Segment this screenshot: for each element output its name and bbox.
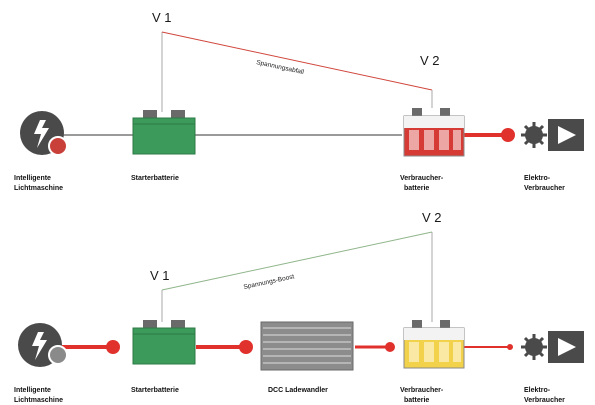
bottom-connector-1 <box>106 340 120 354</box>
top-line-label: Spannungsabfall <box>256 59 305 76</box>
battery-cell <box>439 130 449 150</box>
top-alternator-badge <box>48 136 68 156</box>
bottom-consumers-label-1: Elektro- <box>524 387 551 394</box>
top-consumers-label-2: Verbraucher <box>524 185 565 192</box>
bottom-v1-label: V 1 <box>150 268 170 283</box>
battery-top-panel <box>404 116 464 128</box>
bottom-alternator-label-2: Lichtmaschine <box>14 397 63 404</box>
bottom-line-label: Spannungs-Boost <box>243 273 295 291</box>
bottom-alternator-badge <box>48 345 68 365</box>
battery-terminal-left <box>143 320 157 330</box>
top-alternator-label-2: Lichtmaschine <box>14 185 63 192</box>
bottom-connector-4 <box>507 344 513 350</box>
bottom-starter-label: Starterbatterie <box>131 387 179 394</box>
bottom-v2-label: V 2 <box>422 210 442 225</box>
bottom-starter-battery <box>132 320 196 365</box>
battery-terminal-left <box>412 320 422 329</box>
bottom-dcc-label: DCC Ladewandler <box>268 387 328 394</box>
bottom-connector-3 <box>385 342 395 352</box>
bottom-starter-battery-body <box>132 327 196 365</box>
battery-terminal-right <box>440 320 450 329</box>
top-voltage-drop-line <box>161 31 433 91</box>
top-output-connector <box>501 128 515 142</box>
bottom-alternator-label-1: Intelligente <box>14 387 51 394</box>
bottom-alternator <box>18 323 68 367</box>
top-consumer-battery-label-2: batterie <box>404 185 429 192</box>
lightning-icon <box>32 332 47 360</box>
bottom-consumer-battery-label-2: batterie <box>404 397 429 404</box>
bottom-connector-2 <box>239 340 253 354</box>
top-consumer-battery-label-1: Verbraucher- <box>400 175 444 182</box>
battery-terminal-right <box>171 110 185 120</box>
bottom-consumers <box>521 331 584 363</box>
top-consumer-battery <box>403 108 465 157</box>
battery-cell <box>424 130 434 150</box>
bottom-consumers-label-2: Verbraucher <box>524 397 565 404</box>
gear-teeth <box>521 334 547 360</box>
top-alternator-label-1: Intelligente <box>14 175 51 182</box>
battery-terminal-right <box>171 320 185 330</box>
gear-teeth <box>521 122 547 148</box>
play-icon <box>558 126 576 144</box>
battery-cell <box>409 342 419 362</box>
top-alternator <box>20 111 68 156</box>
bottom-voltage-boost-line <box>161 231 433 291</box>
top-consumers <box>521 119 584 151</box>
bottom-consumer-battery <box>403 320 465 369</box>
battery-top-panel <box>404 328 464 340</box>
battery-terminal-left <box>412 108 422 117</box>
battery-cell <box>453 342 461 362</box>
bottom-dcc-charger <box>260 321 354 371</box>
battery-cell <box>409 130 419 150</box>
top-starter-battery <box>132 110 196 155</box>
battery-cell <box>439 342 449 362</box>
battery-cell <box>453 130 461 150</box>
lightning-icon <box>34 120 49 148</box>
top-diagram: V 1 V 2 Spannungsabfall Intelligente Lic… <box>14 10 584 192</box>
top-starter-label: Starterbatterie <box>131 175 179 182</box>
battery-terminal-right <box>440 108 450 117</box>
bottom-consumer-battery-label-1: Verbraucher- <box>400 387 444 394</box>
top-v2-label: V 2 <box>420 53 440 68</box>
battery-cell <box>424 342 434 362</box>
top-consumers-label-1: Elektro- <box>524 175 551 182</box>
battery-terminal-left <box>143 110 157 120</box>
top-starter-battery-body <box>132 117 196 155</box>
play-icon <box>558 338 576 356</box>
top-v1-label: V 1 <box>152 10 172 25</box>
bottom-diagram: V 1 V 2 Spannungs-Boost Intelligente Lic… <box>14 210 584 404</box>
